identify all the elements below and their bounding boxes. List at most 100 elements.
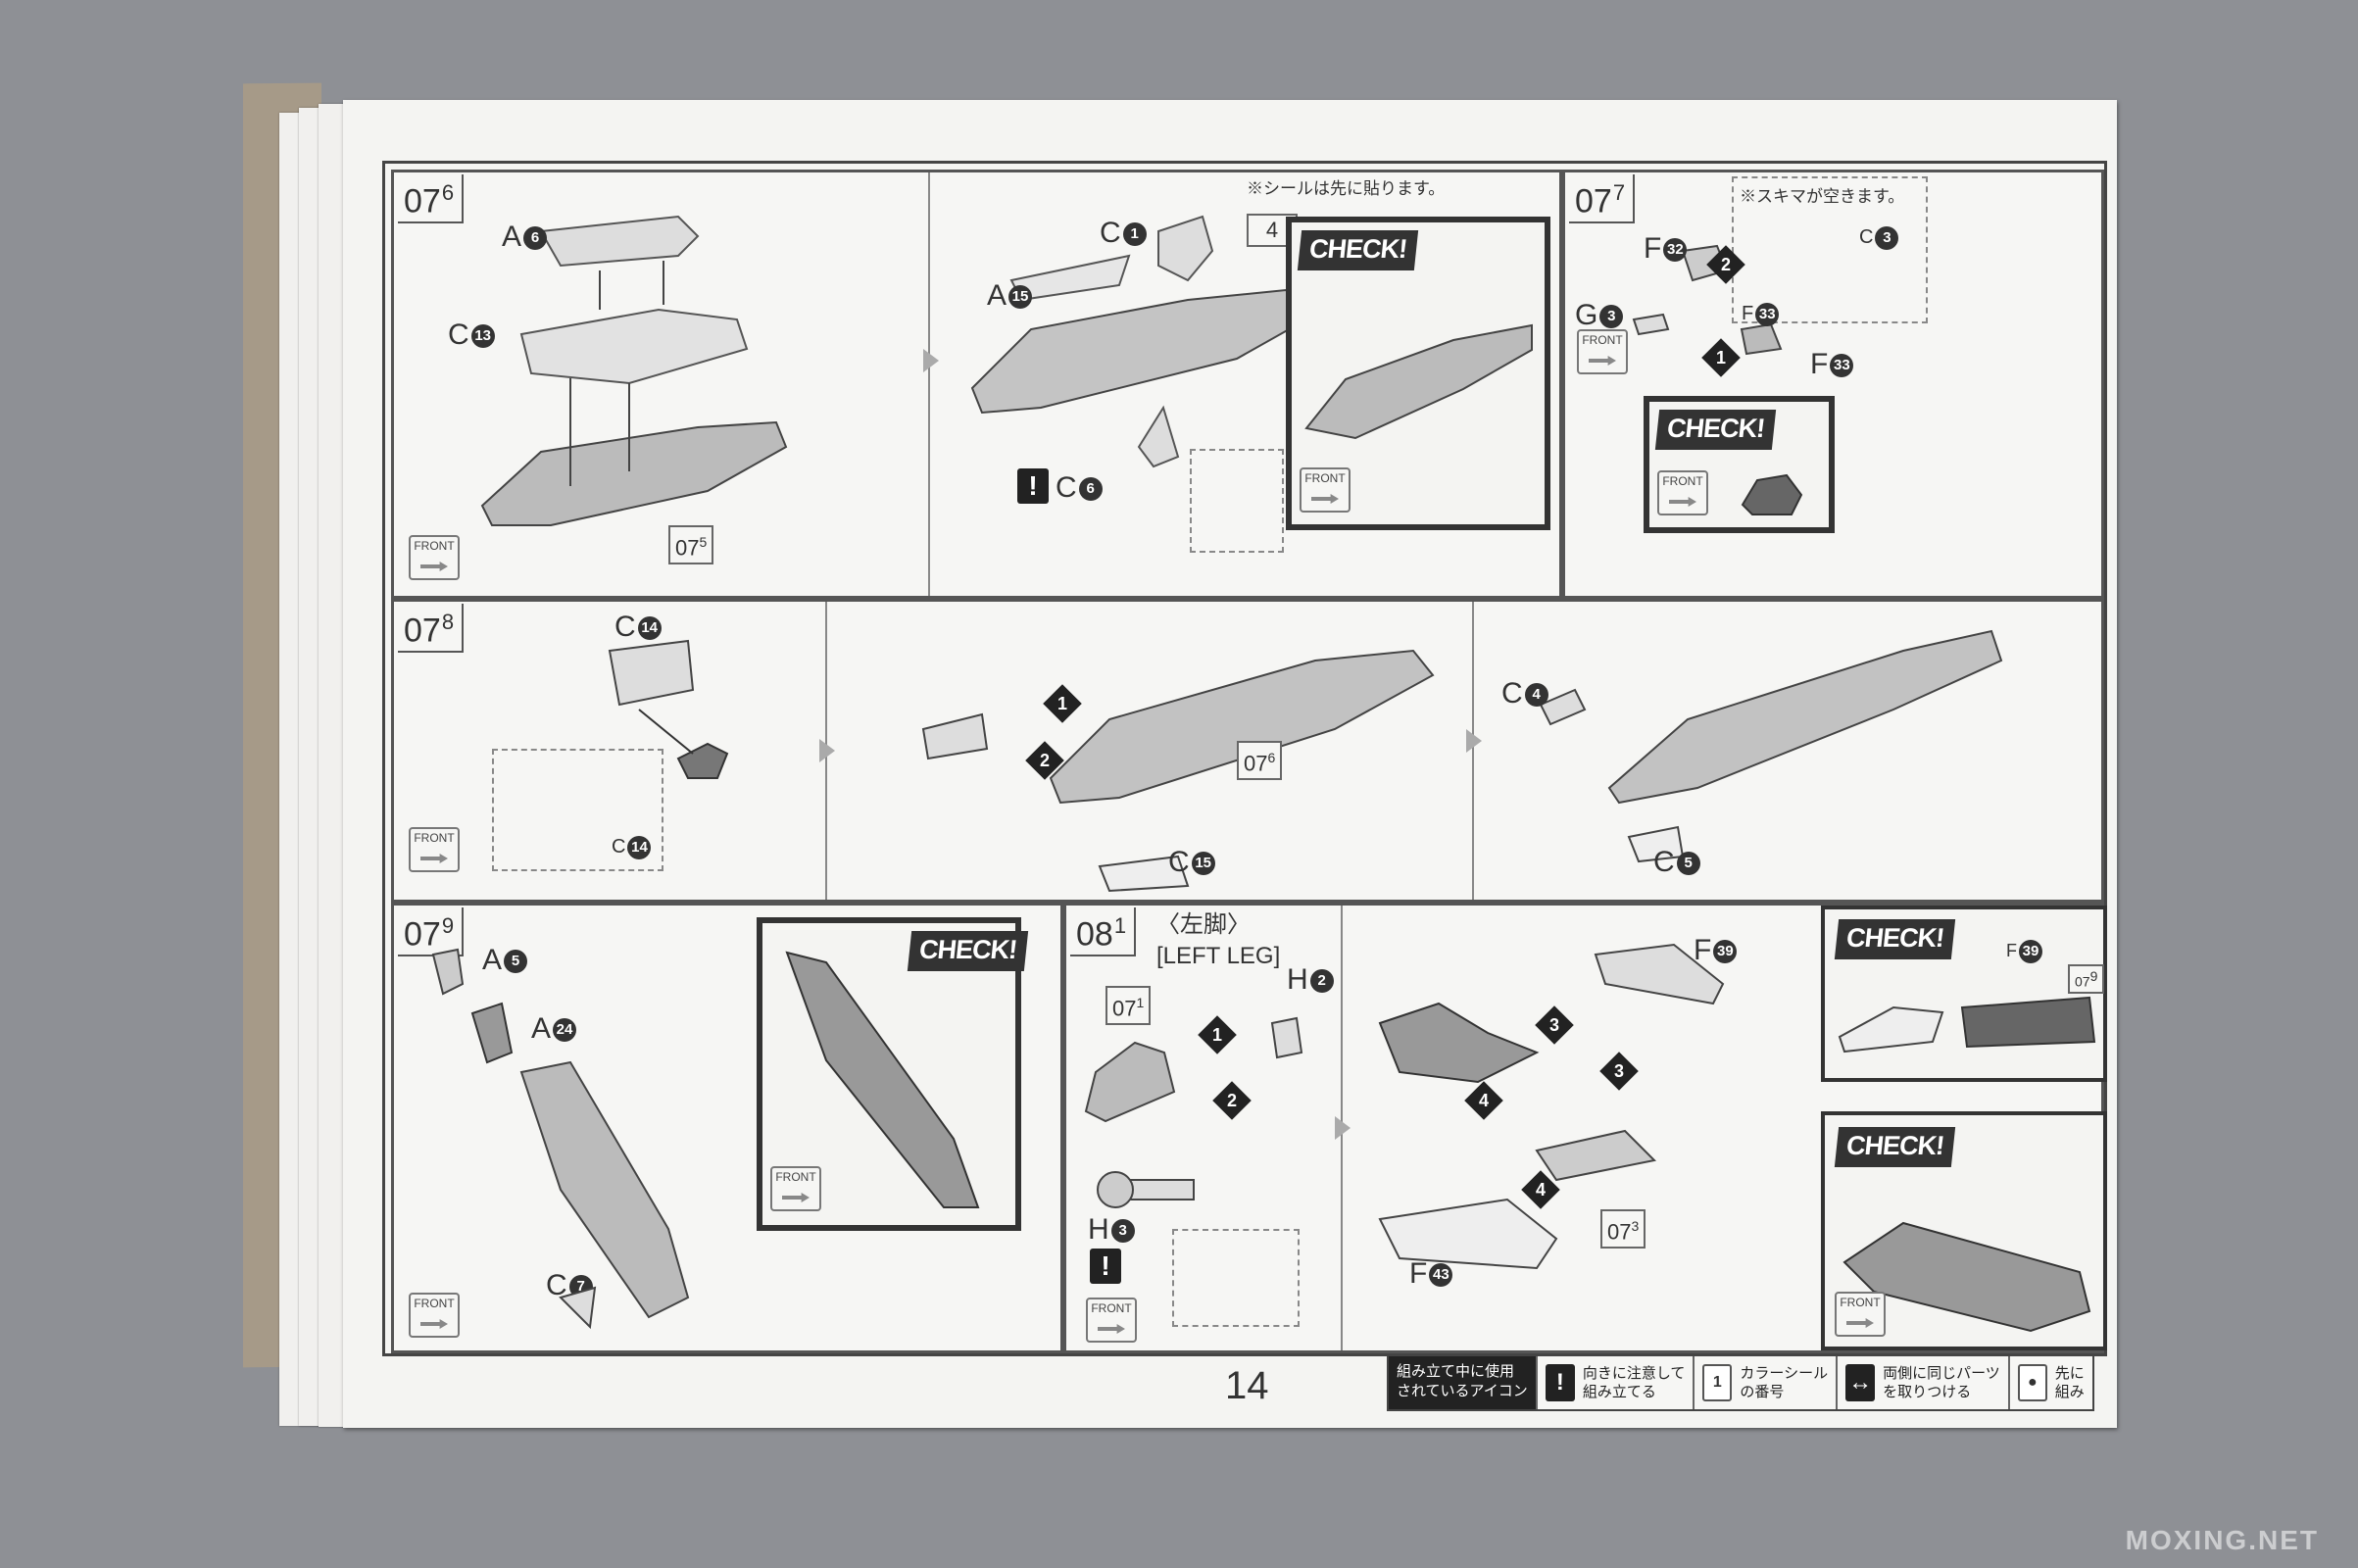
step-label-07-6: 076 [398, 174, 465, 224]
check-foot-drawing [1741, 473, 1803, 515]
check-box-07-9: CHECK! FRONT [757, 917, 1029, 1231]
check-badge: CHECK! [1654, 410, 1777, 450]
step-flow-arrow [1466, 729, 1482, 753]
legend-title: 組み立て中に使用 されているアイコン [1389, 1356, 1536, 1409]
step-flow-arrow [819, 739, 835, 762]
detail-callout [1172, 1229, 1300, 1327]
reference-07-5: 075 [668, 525, 714, 565]
detail-callout [1190, 449, 1284, 553]
section-title-jp: 〈左脚〉 [1156, 911, 1251, 938]
orientation-warning-icon: ! [1090, 1249, 1121, 1284]
section-title-en: [LEFT LEG] [1156, 943, 1281, 969]
front-direction-icon: FRONT [409, 535, 460, 580]
front-direction-icon: FRONT [1657, 470, 1708, 515]
step-number-3: 3 [1599, 1052, 1639, 1091]
knee-parts-drawing [608, 639, 729, 779]
both-sides-icon: ↔ [1845, 1364, 1876, 1401]
legend-sticker: 1 カラーシール の番号 [1693, 1356, 1836, 1409]
leg-assembly-drawing [921, 649, 1435, 893]
warning-icon: ! [1545, 1364, 1575, 1401]
legend-sticker-text: カラーシール の番号 [1740, 1365, 1829, 1400]
step-number-3: 3 [1535, 1005, 1574, 1045]
front-direction-icon: FRONT [1577, 329, 1628, 374]
step-number-2: 2 [1025, 741, 1064, 780]
step-label-07-7: 077 [1569, 174, 1636, 224]
reference-07-1: 071 [1105, 986, 1152, 1026]
leg-assembly-drawing-2 [1539, 629, 2003, 863]
seal-note: ※シールは先に貼ります。 [1247, 179, 1446, 198]
front-direction-icon: FRONT [409, 1293, 460, 1338]
step-flow-arrow [923, 349, 939, 372]
leg-frame-drawing [1378, 943, 1725, 1270]
reference-07-6: 076 [1237, 741, 1283, 781]
step-flow-arrow [1335, 1116, 1351, 1140]
legend-first-text: 先に 組み [2054, 1365, 2085, 1400]
legend-orientation-text: 向きに注意して 組み立てる [1582, 1365, 1686, 1400]
check-badge: CHECK! [1834, 1127, 1956, 1167]
step-number-2: 2 [1212, 1081, 1252, 1120]
front-direction-icon: FRONT [1835, 1292, 1886, 1337]
thigh-parts-drawing [1084, 1016, 1303, 1208]
assembled-body-drawing [970, 215, 1317, 468]
check-view-drawing [1838, 996, 2096, 1054]
step-divider [928, 172, 930, 596]
check-badge: CHECK! [1297, 230, 1419, 270]
orientation-warning-icon: ! [1017, 468, 1049, 504]
step-number-1: 1 [1043, 684, 1082, 723]
legend-both-sides: ↔ 両側に同じパーツ を取りつける [1836, 1356, 2008, 1409]
circle-dot-icon: ● [2017, 1364, 2047, 1401]
shin-parts-drawing [431, 948, 690, 1330]
step-number-1: 1 [1701, 338, 1741, 377]
step-label-07-9: 079 [398, 907, 465, 957]
front-direction-icon: FRONT [409, 827, 460, 872]
check-box-07-6: CHECK! FRONT [1286, 217, 1550, 530]
check-view-drawing [785, 951, 980, 1208]
icon-legend: 組み立て中に使用 されているアイコン ! 向きに注意して 組み立てる 1 カラー… [1387, 1354, 2094, 1411]
legend-orientation: ! 向きに注意して 組み立てる [1535, 1356, 1694, 1409]
legend-both-sides-text: 両側に同じパーツ を取りつける [1883, 1365, 2000, 1400]
step-number-2: 2 [1706, 245, 1745, 284]
step-number-1: 1 [1198, 1015, 1237, 1054]
gap-note: ※スキマが空きます。 [1740, 187, 1905, 206]
check-view-drawing [1304, 323, 1533, 440]
reference-07-9: 079 [2068, 964, 2105, 994]
cockpit-parts-drawing [480, 215, 788, 526]
page-number: 14 [1225, 1364, 1269, 1407]
watermark: MOXING.NET [2125, 1525, 2319, 1555]
check-badge: CHECK! [1834, 919, 1956, 959]
legend-first: ● 先に 組み [2007, 1356, 2092, 1409]
front-direction-icon: FRONT [770, 1166, 821, 1211]
front-direction-icon: FRONT [1300, 467, 1351, 513]
